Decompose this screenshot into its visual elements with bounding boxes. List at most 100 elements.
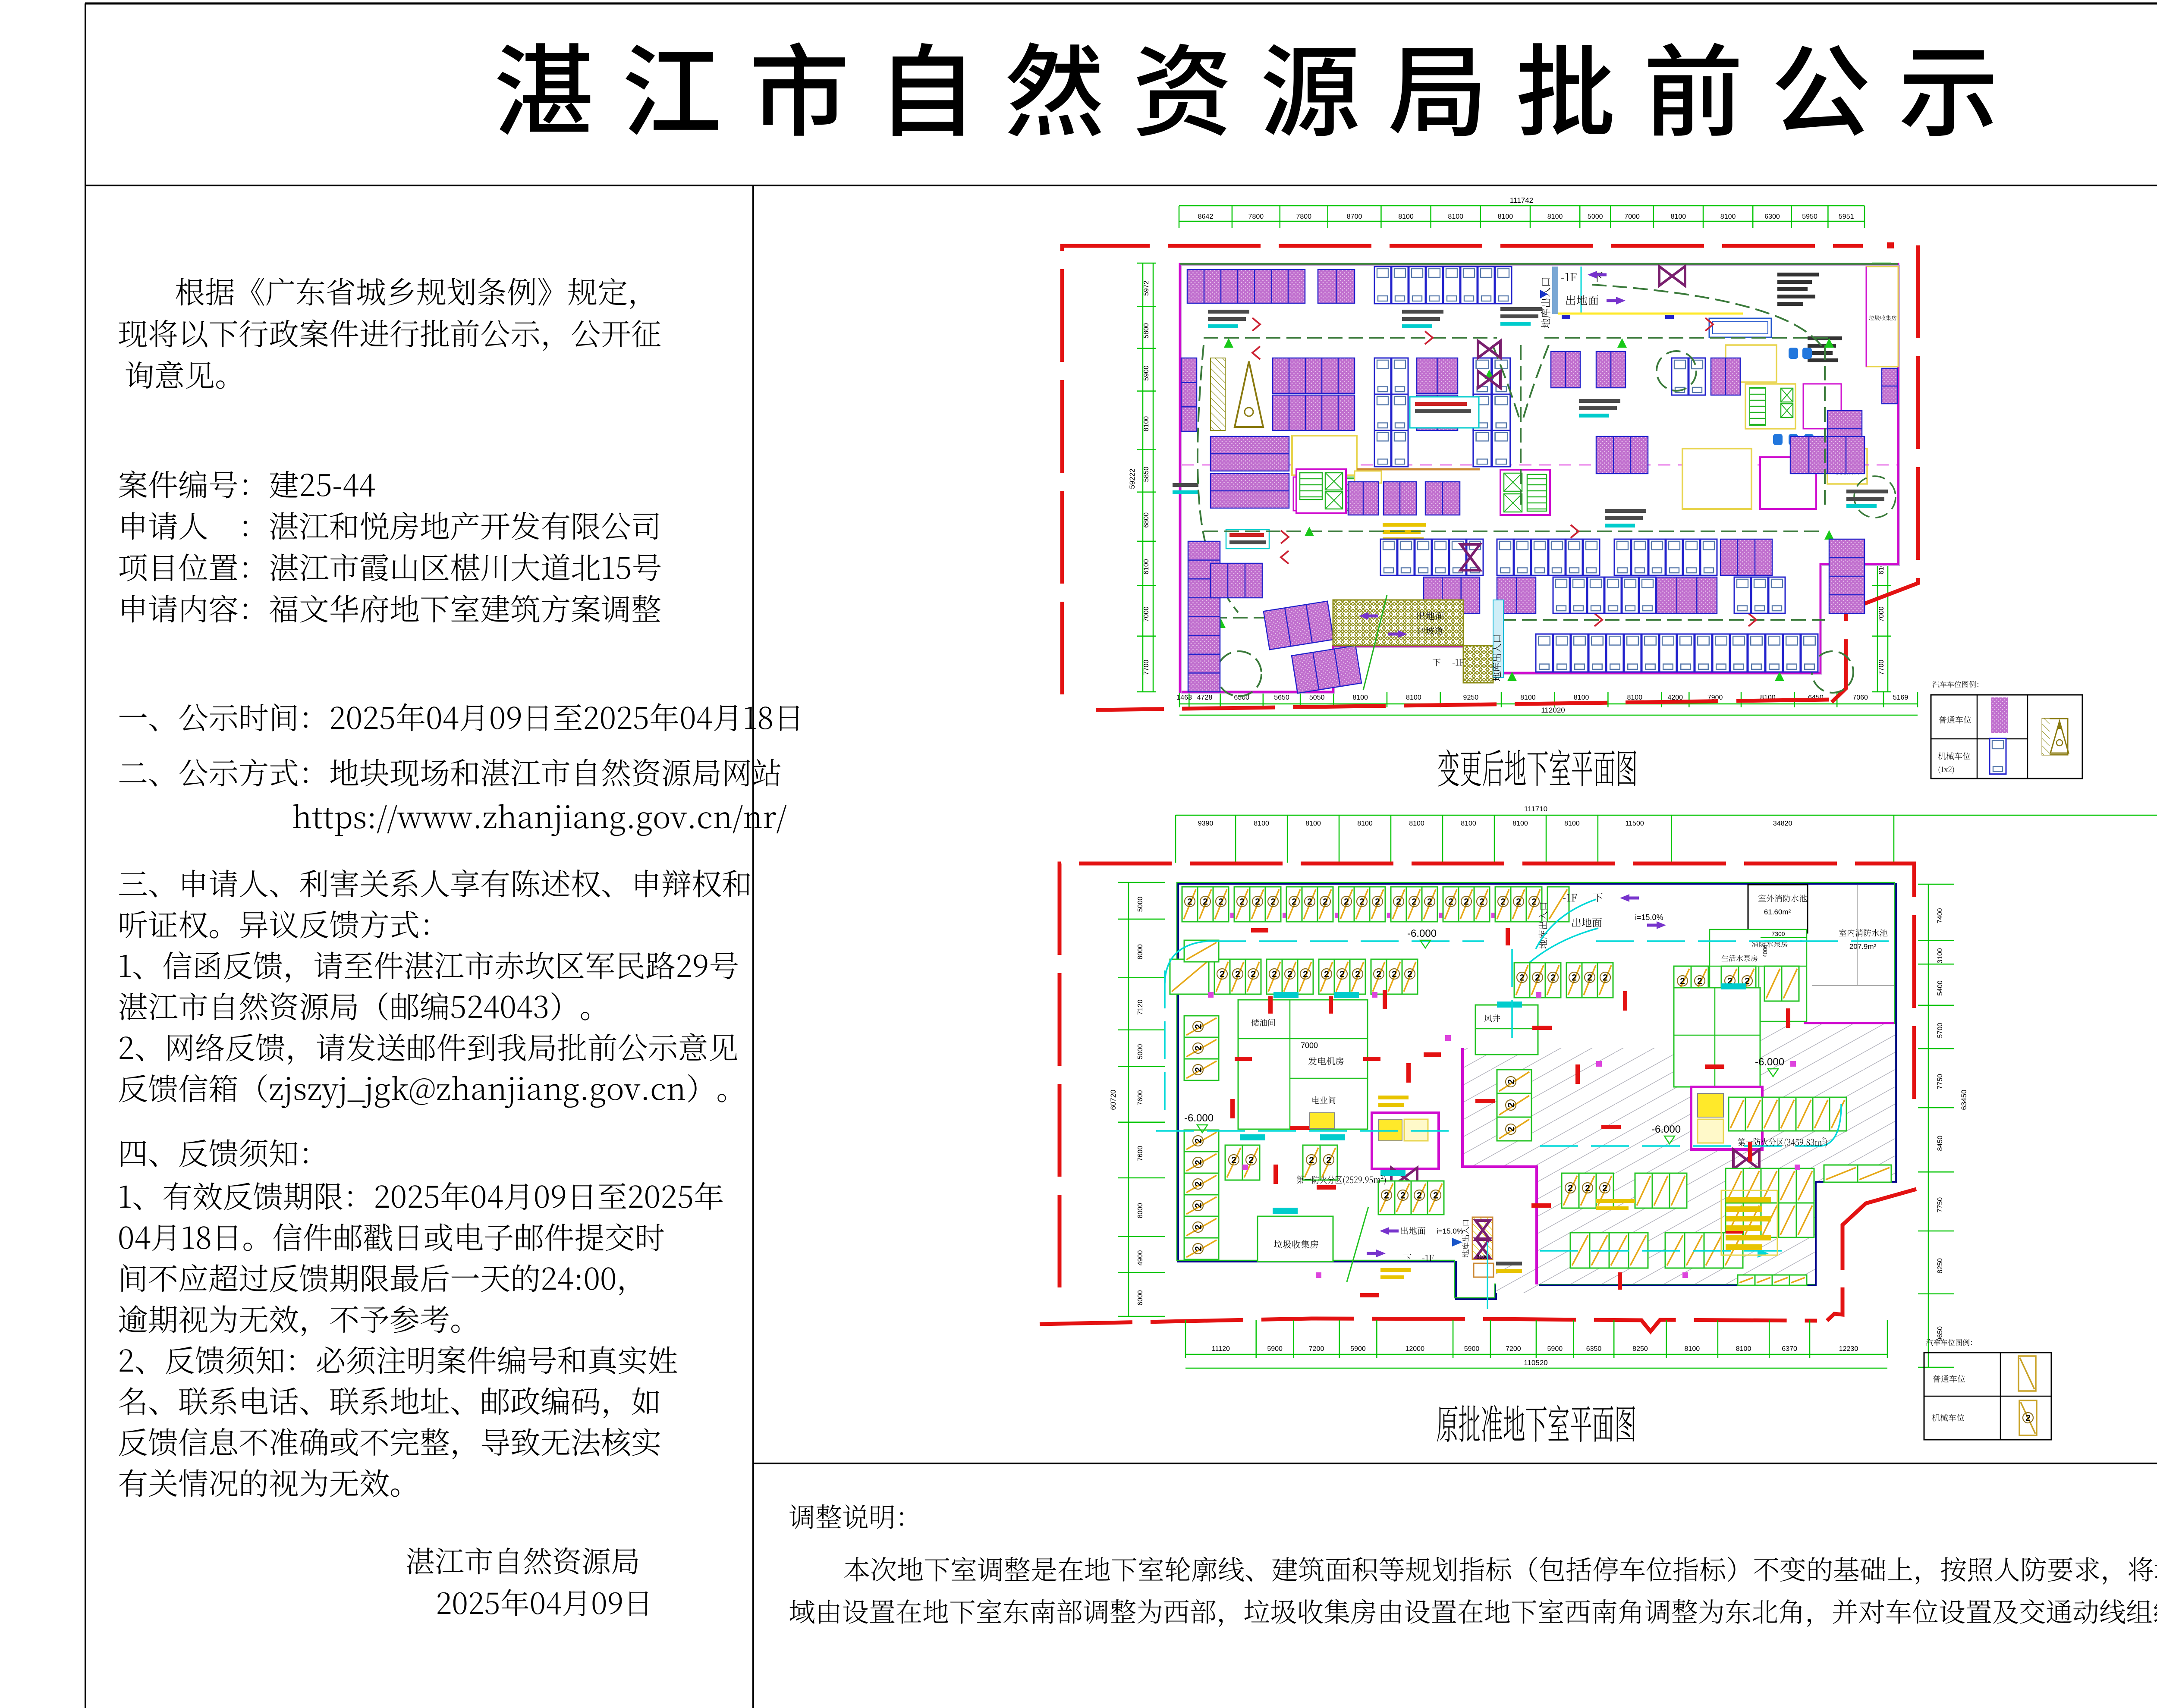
svg-text:8000: 8000 <box>1137 944 1144 960</box>
svg-text:8100: 8100 <box>1143 416 1150 432</box>
svg-text:7300: 7300 <box>1771 930 1785 937</box>
svg-text:5900: 5900 <box>1350 1345 1366 1353</box>
svg-text:6800: 6800 <box>1143 512 1150 528</box>
svg-text:8100: 8100 <box>1574 694 1589 701</box>
svg-text:8100: 8100 <box>1398 213 1414 220</box>
svg-text:8100: 8100 <box>1720 213 1736 220</box>
svg-text:9650: 9650 <box>1937 1326 1944 1342</box>
svg-text:8100: 8100 <box>1627 694 1643 701</box>
svg-text:-6.000: -6.000 <box>1184 1112 1214 1124</box>
svg-text:8250: 8250 <box>1632 1345 1648 1353</box>
svg-text:i=15.0%: i=15.0% <box>1437 1227 1463 1235</box>
svg-text:5400: 5400 <box>1937 980 1944 996</box>
svg-text:1463: 1463 <box>1176 694 1192 701</box>
svg-text:7700: 7700 <box>1878 659 1885 675</box>
svg-text:8100: 8100 <box>1547 213 1563 220</box>
svg-text:9390: 9390 <box>1198 820 1214 827</box>
svg-text:9250: 9250 <box>1463 694 1479 701</box>
svg-text:5850: 5850 <box>1143 467 1150 482</box>
svg-text:8450: 8450 <box>1937 1136 1944 1151</box>
svg-text:4900: 4900 <box>1137 1250 1144 1266</box>
svg-text:11500: 11500 <box>1625 820 1644 827</box>
svg-text:6000: 6000 <box>1137 1290 1144 1306</box>
svg-text:8100: 8100 <box>1409 820 1424 827</box>
svg-text:7200: 7200 <box>1309 1345 1324 1353</box>
svg-text:7200: 7200 <box>1506 1345 1521 1353</box>
svg-text:3100: 3100 <box>1477 1254 1488 1260</box>
svg-text:6350: 6350 <box>1586 1345 1602 1353</box>
svg-text:11120: 11120 <box>1212 1345 1230 1353</box>
svg-text:7750: 7750 <box>1937 1197 1944 1213</box>
svg-text:12230: 12230 <box>1839 1345 1858 1353</box>
svg-text:6370: 6370 <box>1782 1345 1797 1353</box>
svg-text:8100: 8100 <box>1736 1345 1751 1353</box>
svg-text:59222: 59222 <box>1128 468 1136 489</box>
svg-text:4728: 4728 <box>1197 694 1213 701</box>
svg-text:5972: 5972 <box>1143 280 1150 296</box>
svg-text:5000: 5000 <box>1137 1044 1144 1059</box>
svg-text:111710: 111710 <box>1524 805 1547 813</box>
svg-text:8100: 8100 <box>1671 213 1686 220</box>
svg-text:207.9m²: 207.9m² <box>1849 942 1877 951</box>
svg-text:8642: 8642 <box>1198 213 1214 220</box>
svg-text:8100: 8100 <box>1512 820 1528 827</box>
svg-text:8100: 8100 <box>1305 820 1321 827</box>
svg-text:5900: 5900 <box>1143 365 1150 381</box>
svg-text:5951: 5951 <box>1839 213 1854 220</box>
svg-text:7060: 7060 <box>1852 694 1868 701</box>
svg-text:8250: 8250 <box>1937 1258 1944 1274</box>
svg-text:6300: 6300 <box>1764 213 1780 220</box>
svg-text:8100: 8100 <box>1461 820 1476 827</box>
svg-text:7000: 7000 <box>1878 606 1885 622</box>
svg-text:8100: 8100 <box>1352 694 1368 701</box>
svg-text:7600: 7600 <box>1137 1090 1144 1105</box>
svg-text:-6.000: -6.000 <box>1755 1056 1784 1068</box>
svg-text:12000: 12000 <box>1405 1345 1424 1353</box>
svg-text:5900: 5900 <box>1547 1345 1563 1353</box>
svg-text:-6.000: -6.000 <box>1651 1124 1681 1135</box>
svg-text:5050: 5050 <box>1309 694 1325 701</box>
svg-text:5900: 5900 <box>1464 1345 1480 1353</box>
svg-text:8000: 8000 <box>1137 1203 1144 1218</box>
svg-text:7000: 7000 <box>1624 213 1640 220</box>
svg-text:8100: 8100 <box>1498 213 1513 220</box>
svg-text:8100: 8100 <box>1357 820 1373 827</box>
svg-text:110520: 110520 <box>1524 1359 1547 1367</box>
svg-text:7750: 7750 <box>1937 1074 1944 1089</box>
svg-text:111742: 111742 <box>1510 196 1533 204</box>
svg-text:8100: 8100 <box>1520 694 1536 701</box>
svg-text:5700: 5700 <box>1937 1023 1944 1038</box>
svg-text:7000: 7000 <box>1301 1041 1318 1050</box>
svg-text:60720: 60720 <box>1109 1089 1117 1110</box>
svg-text:7120: 7120 <box>1137 999 1144 1015</box>
svg-text:8100: 8100 <box>1685 1345 1700 1353</box>
svg-text:7800: 7800 <box>1248 213 1264 220</box>
svg-text:112020: 112020 <box>1541 706 1565 714</box>
svg-text:8100: 8100 <box>1254 820 1269 827</box>
svg-text:5900: 5900 <box>1267 1345 1283 1353</box>
svg-text:8100: 8100 <box>1448 213 1463 220</box>
svg-text:5000: 5000 <box>1137 897 1144 912</box>
svg-text:34820: 34820 <box>1773 820 1792 827</box>
svg-text:61.60m²: 61.60m² <box>1764 908 1791 916</box>
svg-text:5169: 5169 <box>1893 694 1909 701</box>
svg-text:-6.000: -6.000 <box>1407 928 1437 939</box>
svg-text:5000: 5000 <box>1588 213 1603 220</box>
svg-text:i=15.0%: i=15.0% <box>1635 913 1663 922</box>
svg-text:4200: 4200 <box>1667 694 1683 701</box>
svg-text:8100: 8100 <box>1564 820 1580 827</box>
svg-text:7800: 7800 <box>1296 213 1311 220</box>
svg-text:7600: 7600 <box>1137 1146 1144 1161</box>
svg-text:3100: 3100 <box>1937 948 1944 964</box>
svg-text:7700: 7700 <box>1143 659 1150 675</box>
svg-text:8700: 8700 <box>1347 213 1362 220</box>
svg-text:7000: 7000 <box>1143 606 1150 622</box>
svg-text:7400: 7400 <box>1937 908 1944 923</box>
svg-text:4000: 4000 <box>1762 945 1768 958</box>
svg-text:6100: 6100 <box>1143 559 1150 575</box>
svg-text:5800: 5800 <box>1143 323 1150 339</box>
svg-text:8100: 8100 <box>1406 694 1421 701</box>
svg-text:5650: 5650 <box>1274 694 1289 701</box>
svg-text:63450: 63450 <box>1960 1089 1968 1110</box>
svg-text:5950: 5950 <box>1802 213 1817 220</box>
